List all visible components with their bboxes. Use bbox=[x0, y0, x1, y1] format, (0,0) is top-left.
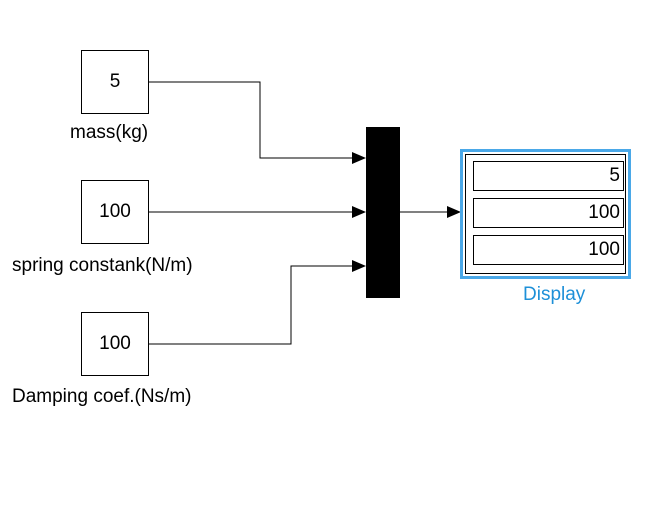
display-field-3: 100 bbox=[473, 235, 624, 265]
arrowhead-display bbox=[447, 206, 461, 218]
signal-line-damping[interactable] bbox=[149, 265, 352, 345]
constant-value-spring: 100 bbox=[99, 201, 131, 222]
arrowhead-damping bbox=[352, 260, 366, 272]
constant-block-damping[interactable]: 100 bbox=[81, 312, 149, 376]
block-label-mass[interactable]: mass(kg) bbox=[70, 122, 149, 143]
constant-value-mass: 5 bbox=[109, 71, 121, 92]
display-block[interactable]: 5 100 100 bbox=[460, 149, 631, 279]
block-label-damping[interactable]: Damping coef.(Ns/m) bbox=[12, 386, 192, 407]
arrowhead-mass bbox=[352, 152, 366, 164]
display-field-1: 5 bbox=[473, 161, 624, 191]
display-field-2: 100 bbox=[473, 198, 624, 228]
block-label-display[interactable]: Display bbox=[523, 284, 586, 305]
arrowhead-spring bbox=[352, 206, 366, 218]
display-panel: 5 100 100 bbox=[465, 154, 626, 274]
constant-block-mass[interactable]: 5 bbox=[81, 50, 149, 114]
constant-value-damping: 100 bbox=[99, 333, 131, 354]
mux-block[interactable] bbox=[366, 127, 400, 298]
signal-line-mass[interactable] bbox=[149, 81, 352, 159]
block-label-spring[interactable]: spring constank(N/m) bbox=[12, 255, 193, 276]
constant-block-spring[interactable]: 100 bbox=[81, 180, 149, 244]
